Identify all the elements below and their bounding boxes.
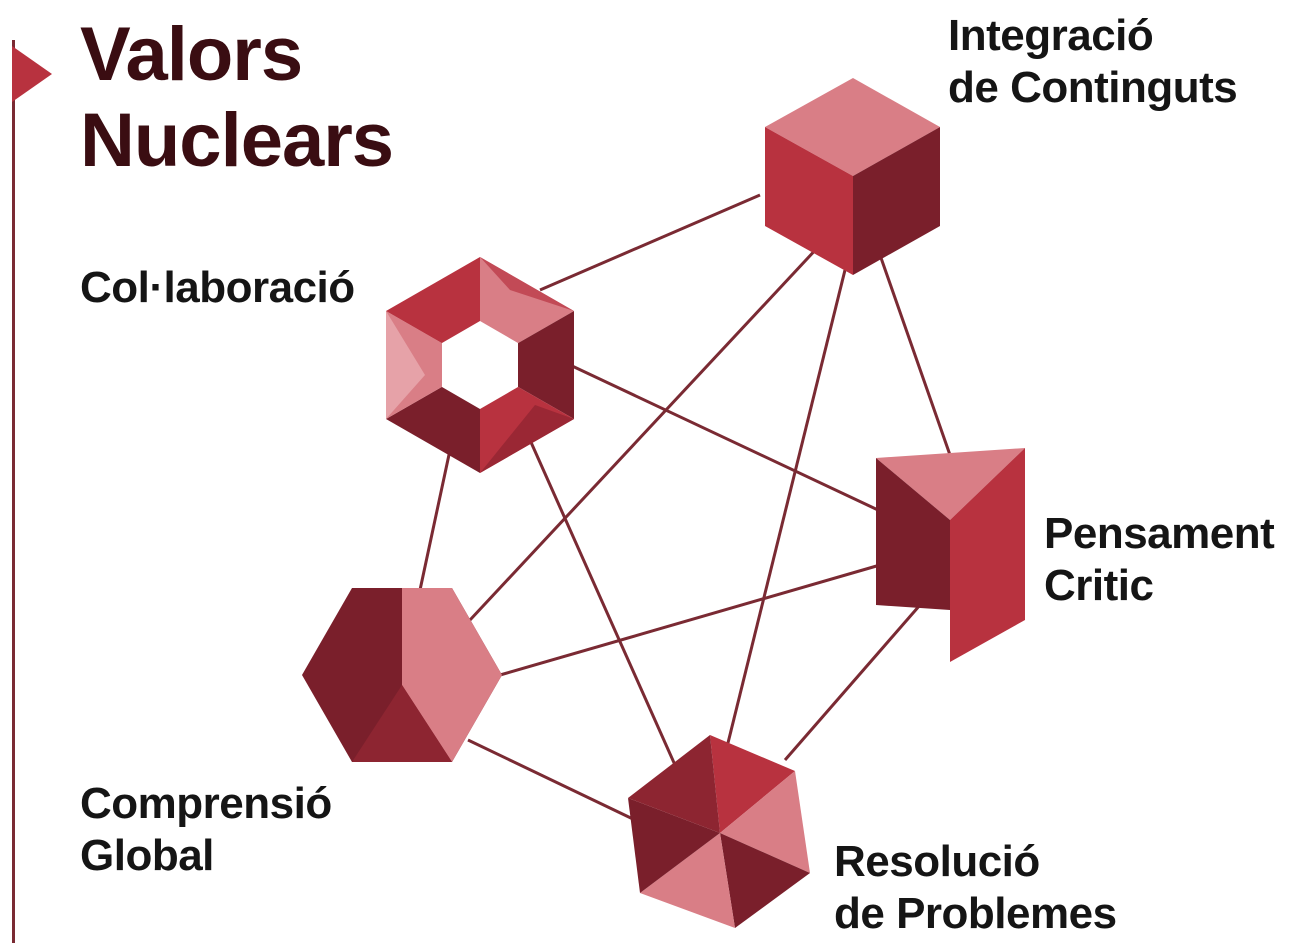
node-label-integracio: Integració de Continguts	[948, 10, 1238, 114]
hexagon-icon	[302, 588, 502, 762]
label-line: de Continguts	[948, 63, 1238, 112]
title-line-2: Nuclears	[80, 98, 394, 183]
label-line: Global	[80, 831, 214, 880]
page-title: Valors Nuclears	[80, 12, 394, 184]
label-line: Comprensió	[80, 779, 332, 828]
label-line: Pensament	[1044, 509, 1275, 558]
link-pensament-resolucio	[783, 604, 922, 761]
label-line: Resolució	[834, 837, 1040, 886]
label-line: Critic	[1044, 561, 1154, 610]
node-label-pensament: Pensament Critic	[1044, 508, 1275, 612]
title-marker-icon	[12, 46, 52, 102]
node-label-collaboracio: Col·laboració	[80, 262, 355, 314]
faceted-hexagon-icon	[628, 735, 810, 928]
link-integracio-collaboracio	[539, 193, 761, 292]
label-line: de Problemes	[834, 889, 1117, 938]
link-comprensio-resolucio	[467, 738, 636, 822]
link-integracio-comprensio	[468, 243, 822, 622]
link-collaboracio-resolucio	[528, 439, 677, 766]
title-line-1: Valors	[80, 12, 303, 97]
link-pensament-comprensio	[499, 563, 881, 677]
node-label-resolucio: Resolució de Problemes	[834, 836, 1117, 940]
link-collaboracio-comprensio	[418, 449, 452, 591]
link-integracio-pensament	[878, 254, 952, 456]
cube-icon	[765, 78, 940, 275]
hexagon-ring-icon	[386, 257, 574, 473]
link-integracio-resolucio	[723, 269, 847, 756]
prism-icon	[876, 448, 1025, 662]
left-rule	[12, 40, 15, 943]
label-line: Integració	[948, 11, 1154, 60]
node-label-comprensio: Comprensió Global	[80, 778, 332, 882]
link-collaboracio-pensament	[569, 363, 879, 512]
connector-lines	[418, 193, 952, 822]
label-line: Col·laboració	[80, 263, 355, 312]
